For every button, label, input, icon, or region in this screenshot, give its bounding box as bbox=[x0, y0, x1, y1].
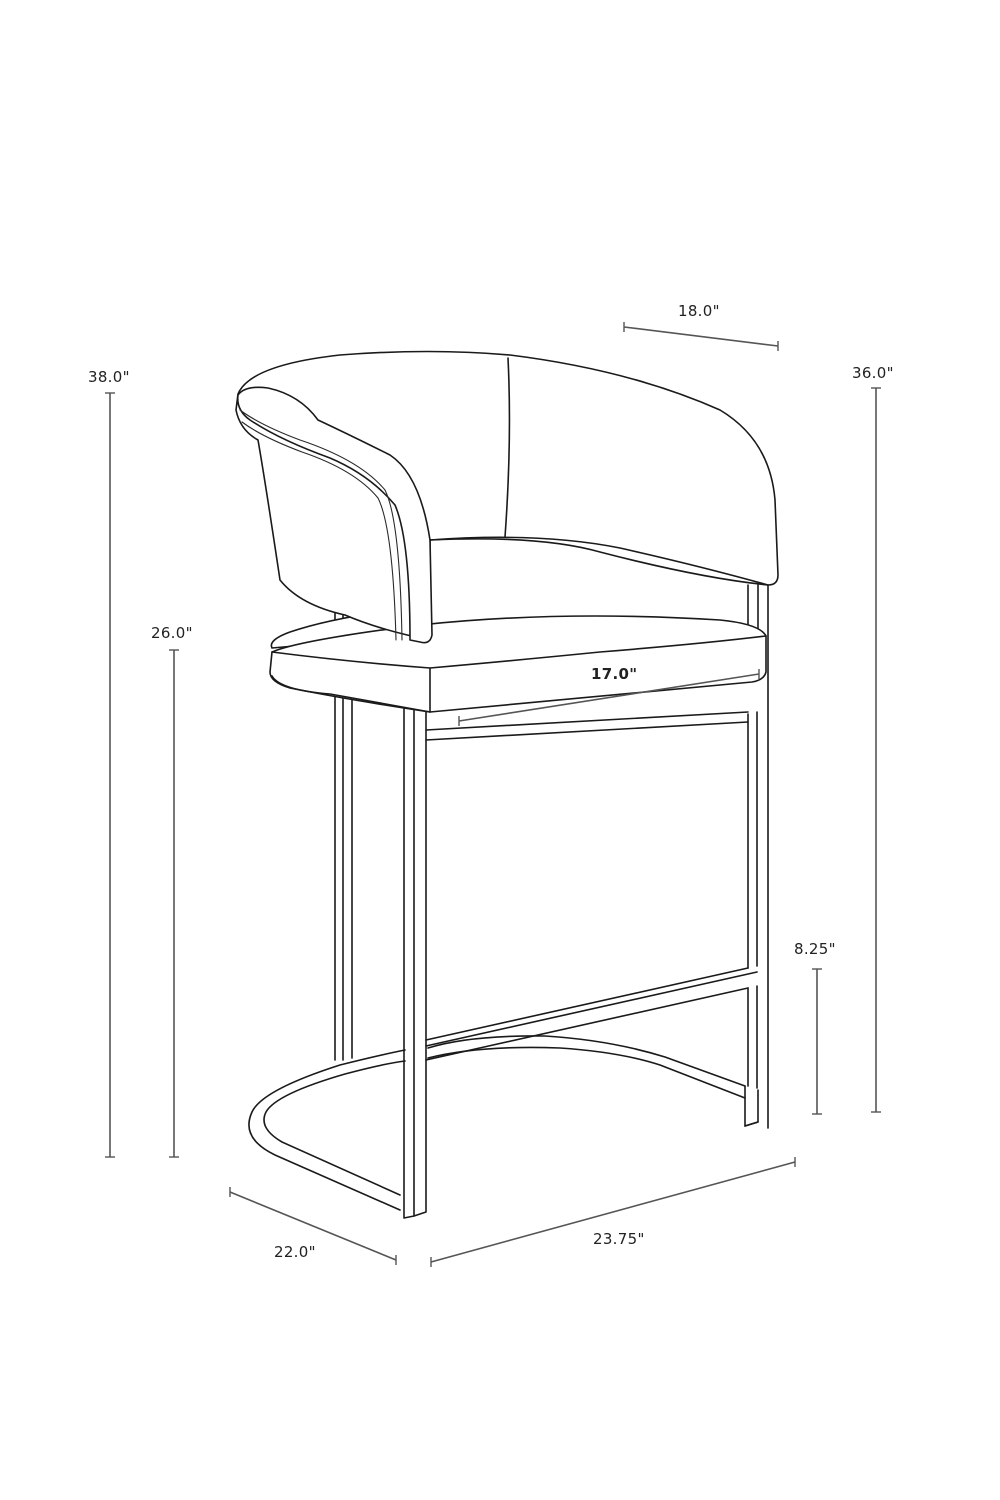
label-seat-height: 26.0" bbox=[151, 624, 193, 642]
dim-line-base-depth bbox=[229, 1191, 397, 1261]
label-seat-width: 17.0" bbox=[591, 665, 638, 683]
stool-base bbox=[248, 1035, 759, 1211]
stool-seat bbox=[269, 605, 767, 713]
dim-line-back-depth bbox=[623, 326, 779, 347]
label-base-depth: 22.0" bbox=[274, 1243, 316, 1261]
dim-line-seat-width bbox=[458, 673, 760, 722]
stool-backrest bbox=[235, 350, 779, 644]
label-back-height: 36.0" bbox=[852, 364, 894, 382]
dim-line-base-width bbox=[430, 1161, 796, 1263]
label-base-width: 23.75" bbox=[593, 1230, 645, 1248]
dimension-lines bbox=[105, 322, 881, 1267]
label-overall-height: 38.0" bbox=[88, 368, 130, 386]
label-back-depth: 18.0" bbox=[678, 302, 720, 320]
label-footrest-height: 8.25" bbox=[794, 940, 836, 958]
